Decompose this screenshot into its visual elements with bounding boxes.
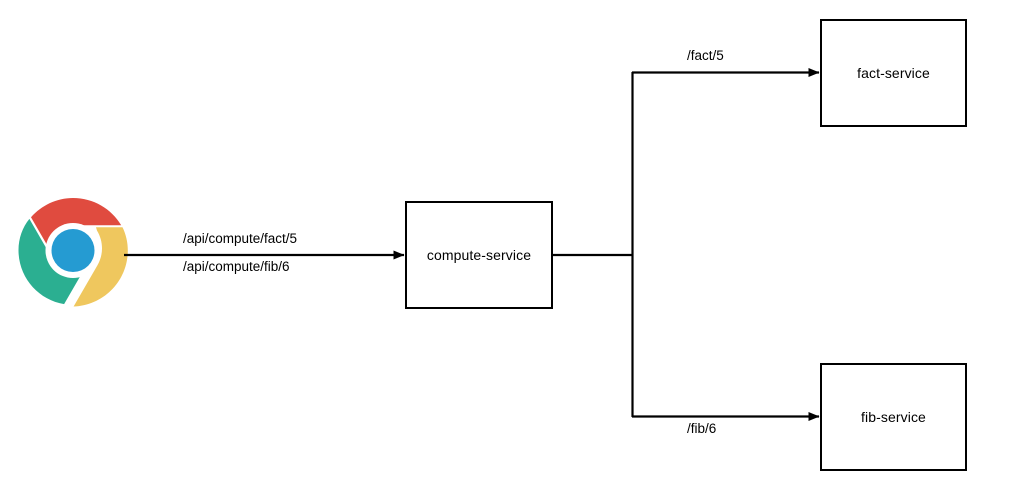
node-compute-service[interactable]: compute-service xyxy=(405,201,553,309)
node-fib-service[interactable]: fib-service xyxy=(820,363,967,471)
edge-label-fact: /fact/5 xyxy=(687,48,724,63)
chrome-blue-center xyxy=(51,229,95,272)
node-compute-service-label: compute-service xyxy=(426,246,532,263)
node-fact-service[interactable]: fact-service xyxy=(820,19,967,127)
edge-label-fib: /fib/6 xyxy=(687,421,717,436)
node-fib-service-label: fib-service xyxy=(861,408,926,425)
chrome-yellow-arc xyxy=(73,227,128,307)
node-fact-service-label: fact-service xyxy=(857,64,930,81)
edge-label-api-compute-fib: /api/compute/fib/6 xyxy=(183,259,290,274)
chrome-browser-icon xyxy=(15,194,131,310)
edge-label-api-compute-fact: /api/compute/fact/5 xyxy=(183,231,298,246)
